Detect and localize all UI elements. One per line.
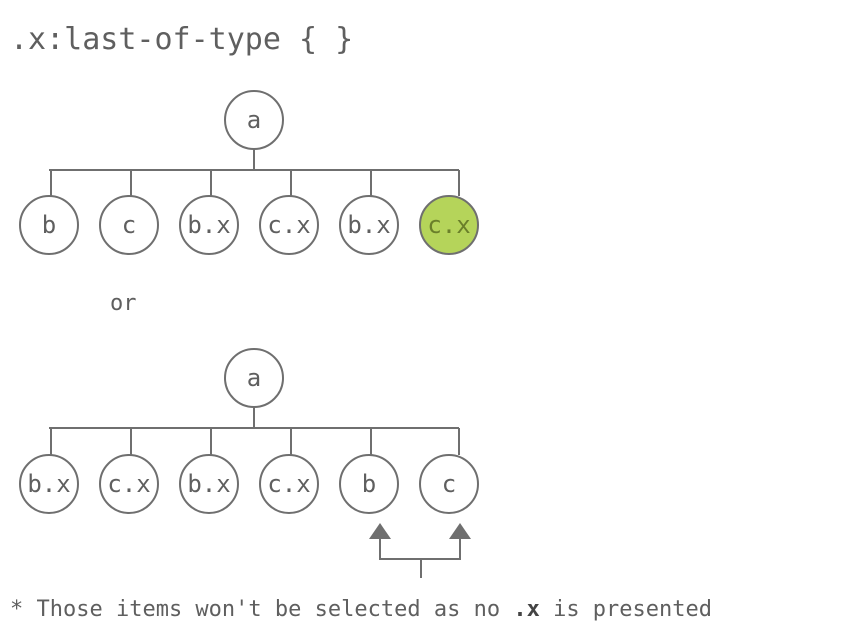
root-node: a (224, 90, 284, 150)
arrow-up-icon (449, 523, 471, 539)
node-label: c.x (267, 470, 310, 498)
node-label: c (442, 470, 456, 498)
node-label: b (362, 470, 376, 498)
child-node: b.x (179, 454, 239, 514)
node-label: c.x (107, 470, 150, 498)
child-node: b (19, 195, 79, 255)
node-label: c (122, 211, 136, 239)
node-circle (419, 195, 479, 255)
footnote-prefix: * Those items won't be selected as no (10, 597, 513, 622)
child-node: b.x (19, 454, 79, 514)
child-node: b (339, 454, 399, 514)
footnote-emphasis: .x (513, 597, 540, 622)
footnote: * Those items won't be selected as no .x… (10, 597, 712, 622)
child-node: b.x (339, 195, 399, 255)
node-label: b.x (187, 211, 230, 239)
node-circle (179, 195, 239, 255)
footnote-suffix: is presented (540, 597, 712, 622)
child-node-selected: c.x (419, 195, 479, 255)
node-circle (19, 195, 79, 255)
child-node: c (419, 454, 479, 514)
node-label: a (247, 106, 261, 134)
child-node: c.x (259, 195, 319, 255)
selector-title: .x:last-of-type { } (10, 22, 353, 57)
node-circle (419, 454, 479, 514)
child-node: c (99, 195, 159, 255)
node-label: c.x (267, 211, 310, 239)
node-label: b (42, 211, 56, 239)
node-label: b.x (27, 470, 70, 498)
node-circle (99, 195, 159, 255)
tree-last-of-type-match: a b c b.x c.x b.x c.x (19, 90, 479, 255)
or-separator: or (110, 291, 137, 316)
bracket-line (379, 537, 461, 560)
arrow-up-icon (369, 523, 391, 539)
node-circle (19, 454, 79, 514)
node-circle (259, 454, 319, 514)
tree-no-match: a b.x c.x b.x c.x b c (19, 348, 479, 514)
node-circle (224, 90, 284, 150)
node-circle (339, 454, 399, 514)
root-node: a (224, 348, 284, 408)
node-label: c.x (427, 211, 470, 239)
node-label: a (247, 364, 261, 392)
node-label: b.x (187, 470, 230, 498)
node-circle (179, 454, 239, 514)
node-circle (259, 195, 319, 255)
node-circle (339, 195, 399, 255)
child-node: c.x (259, 454, 319, 514)
node-label: b.x (347, 211, 390, 239)
child-node: c.x (99, 454, 159, 514)
node-circle (99, 454, 159, 514)
child-node: b.x (179, 195, 239, 255)
bracket-pointer (369, 523, 471, 578)
node-circle (224, 348, 284, 408)
